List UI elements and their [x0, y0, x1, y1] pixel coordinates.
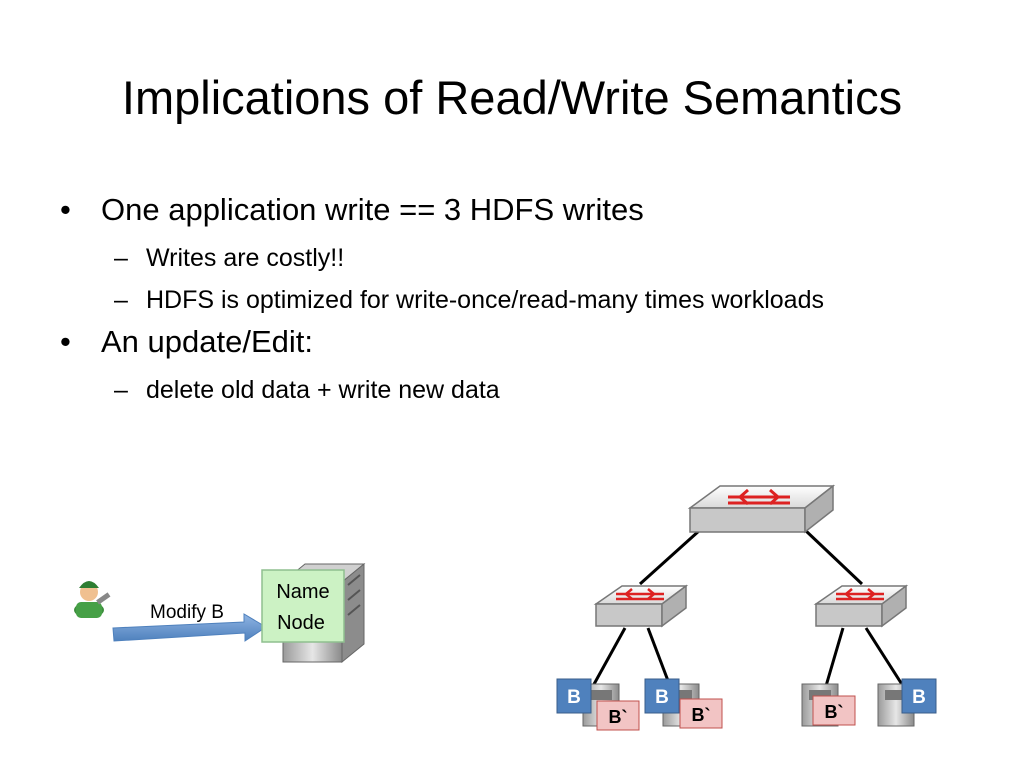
block-b-2-label: B [655, 687, 669, 708]
block-b-2: B [644, 678, 680, 714]
new-block-2-label: B` [692, 705, 711, 725]
modify-arrow [112, 613, 267, 642]
new-block-3-label: B` [825, 702, 844, 722]
namenode-label-line2: Node [277, 612, 325, 634]
bullet-1: One application write == 3 HDFS writes [60, 190, 940, 230]
block-b-1-label: B [567, 687, 581, 708]
block-b-3: B [901, 678, 937, 714]
new-block-2: B` [679, 698, 723, 729]
sub-bullet-1-1: Writes are costly!! [60, 238, 940, 278]
bullet-2: An update/Edit: [60, 322, 940, 362]
sub-bullet-2-1: delete old data + write new data [60, 370, 940, 410]
namenode-box: Name Node [261, 569, 345, 643]
bullet-list: One application write == 3 HDFS writes W… [60, 190, 940, 412]
sub-bullet-1-2: HDFS is optimized for write-once/read-ma… [60, 280, 940, 320]
namenode-label-line1: Name [276, 581, 329, 603]
left-switch-icon [593, 584, 689, 628]
arrow-label: Modify B [150, 602, 224, 623]
new-block-1-label: B` [609, 707, 628, 727]
right-switch-icon [813, 584, 909, 628]
block-b-1: B [556, 678, 592, 714]
block-b-3-label: B [912, 687, 926, 708]
tree-links [591, 528, 905, 687]
new-block-3: B` [812, 695, 856, 726]
user-icon [74, 581, 111, 618]
slide-title: Implications of Read/Write Semantics [121, 71, 903, 124]
core-switch-icon [687, 484, 836, 534]
new-block-1: B` [596, 700, 640, 731]
